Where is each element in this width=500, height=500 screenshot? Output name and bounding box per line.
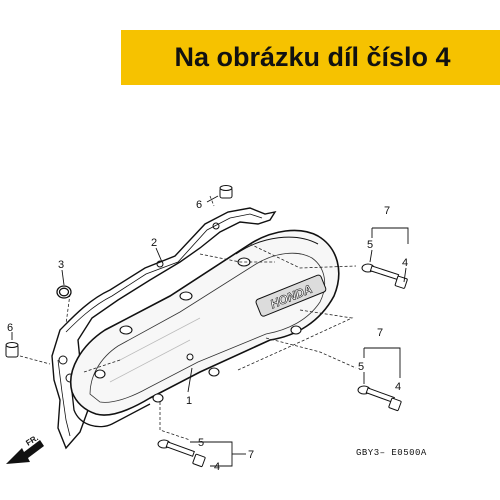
front-direction-arrow-icon: FR. (6, 433, 44, 464)
left-crankcase-cover: HONDA (69, 229, 340, 428)
callout-4-middle: 4 (395, 381, 401, 393)
banner-text: Na obrázku díl číslo 4 (174, 42, 451, 72)
bolt-set-bottom (157, 439, 206, 468)
callout-2: 2 (151, 237, 157, 249)
callout-6-left: 6 (7, 322, 13, 334)
assembly-guide-lines (19, 195, 357, 441)
callout-7-bottom: 7 (248, 449, 254, 461)
diagram-code: GBY3– E0500A (356, 448, 427, 458)
part-number-banner: Na obrázku díl číslo 4 (121, 30, 500, 85)
callout-5-middle: 5 (358, 361, 364, 373)
bolt-set-middle-right (357, 385, 402, 412)
callout-3: 3 (58, 259, 64, 271)
callout-4-top: 4 (402, 257, 408, 269)
dowel-pin-top (219, 185, 233, 199)
callout-5-bottom: 5 (198, 437, 204, 449)
callout-4-bottom: 4 (214, 461, 220, 473)
bolt-set-upper-right (361, 263, 408, 289)
o-ring-part (56, 285, 72, 299)
callout-leader-lines (11, 195, 409, 467)
dowel-pin-left (5, 342, 19, 358)
callout-7-middle: 7 (377, 327, 383, 339)
callout-1: 1 (186, 395, 192, 407)
callout-5-top: 5 (367, 239, 373, 251)
callout-6-top: 6 (196, 199, 202, 211)
gasket-part (51, 207, 277, 450)
callout-7-top: 7 (384, 205, 390, 217)
